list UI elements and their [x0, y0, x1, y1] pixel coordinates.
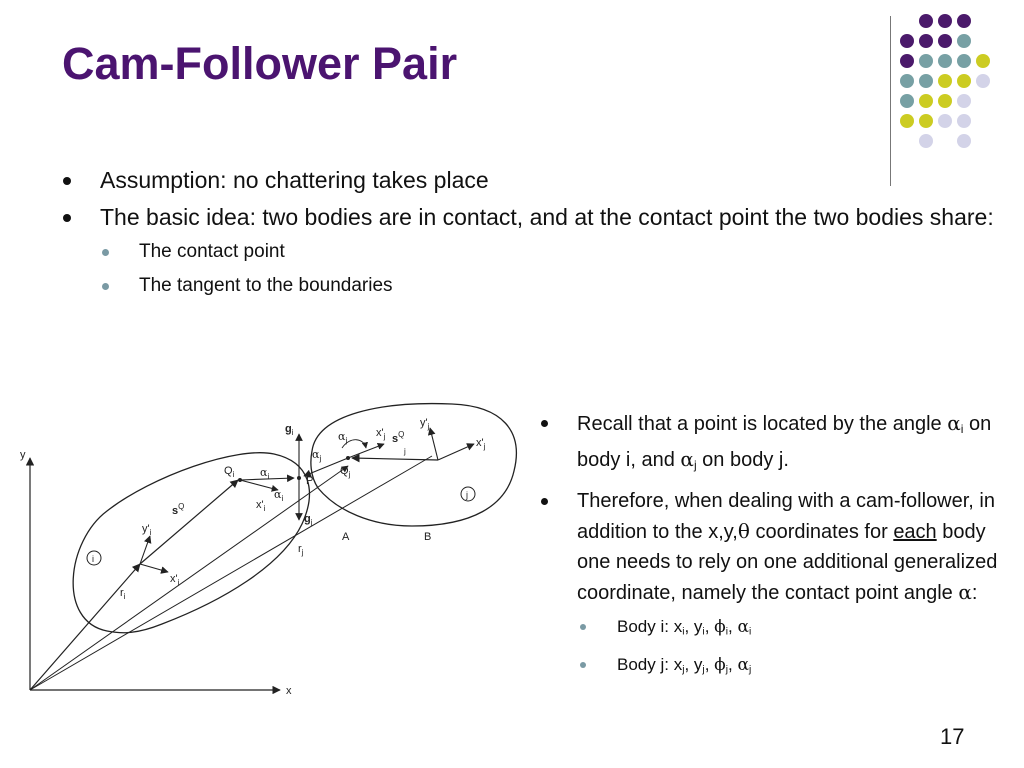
decorative-dot [938, 34, 952, 48]
decorative-dot [900, 34, 914, 48]
decorative-dot [919, 34, 933, 48]
right-bullets: Recall that a point is located by the an… [540, 408, 1010, 689]
decorative-dot [900, 74, 914, 88]
page-title: Cam-Follower Pair [62, 38, 458, 89]
label-a: A [342, 531, 350, 543]
qj-to-p [303, 457, 349, 477]
decorative-dot [919, 54, 933, 68]
si-vector [139, 479, 239, 565]
ri-vector [29, 563, 141, 691]
decorative-dot [919, 94, 933, 108]
ri-label: ri [120, 587, 126, 601]
decorative-dot-grid [900, 14, 1020, 164]
alpha-i-label: αi [260, 466, 269, 481]
decorative-dot [957, 54, 971, 68]
gj-label: gj [304, 513, 313, 527]
bullet-therefore: Therefore, when dealing with a cam-follo… [540, 486, 1010, 608]
yj-prime-axis [427, 427, 439, 461]
xi-prime-axis-qi [239, 479, 279, 492]
bullet-basic-idea: The basic idea: two bodies are in contac… [62, 201, 1002, 234]
decorative-dot [900, 114, 914, 128]
rj-vector [29, 455, 433, 691]
decorative-dot [919, 114, 933, 128]
yi-prime-label: y'i [142, 523, 152, 537]
label-b: B [424, 531, 431, 543]
y-axis-label: y [20, 449, 26, 461]
decorative-dot [957, 94, 971, 108]
alpha-j-label-2: αj [312, 448, 321, 463]
gi-label: gi [285, 423, 294, 437]
body-j-outline [310, 402, 518, 527]
decorative-dot [938, 74, 952, 88]
xi-prime-label: x'i [170, 573, 180, 587]
decorative-dot [957, 114, 971, 128]
decorative-dot [957, 34, 971, 48]
decorative-dot [976, 54, 990, 68]
sub-bullet-tangent: The tangent to the boundaries [62, 272, 1002, 300]
bullet-assumption: Assumption: no chattering takes place [62, 164, 1002, 197]
body-i-outline [72, 452, 310, 634]
yj-prime-label: y'j [420, 417, 430, 431]
sj-vector [351, 453, 439, 463]
body-i-label: i [92, 554, 94, 564]
alpha-j-arc [341, 439, 368, 449]
decorative-dot [919, 134, 933, 148]
body-i-marker [86, 550, 102, 566]
decorative-dot [900, 54, 914, 68]
xi-prime-axis [139, 563, 169, 574]
alpha-i-label-2: αi [274, 488, 283, 503]
sub-bullet-body-j: Body j: xj, yj, ϕj, αj [540, 652, 1010, 684]
sub-bullet-body-i: Body i: xi, yi, ϕi, αi [540, 614, 1010, 646]
body-j-marker [460, 486, 476, 502]
xi-prime-label-2: x'i [256, 499, 266, 513]
sub-bullet-contact-point: The contact point [62, 238, 1002, 266]
body-j-label: j [465, 490, 468, 500]
qi-to-p [239, 474, 295, 483]
decorative-divider [890, 16, 891, 186]
xj-prime-label: x'j [376, 427, 386, 441]
decorative-dot [938, 14, 952, 28]
main-bullets: Assumption: no chattering takes place Th… [62, 164, 1002, 306]
decorative-dot [900, 94, 914, 108]
p-label: P [306, 475, 313, 487]
decorative-dot [957, 74, 971, 88]
xj-prime-axis-qj [347, 443, 385, 459]
decorative-dot [938, 54, 952, 68]
cam-follower-diagram: y x i j ri rj x'i y'i sQ Qi αi x'i P gi … [20, 402, 518, 697]
si-label: sQ [172, 502, 184, 517]
sj-sub-label: j [403, 447, 406, 456]
xj-prime-axis [437, 443, 475, 461]
alpha-j-label: αj [338, 430, 347, 445]
xj-prime-label-2: x'j [476, 437, 486, 451]
slide-number: 17 [940, 724, 965, 749]
bullet-recall: Recall that a point is located by the an… [540, 408, 1010, 480]
decorative-dot [919, 14, 933, 28]
yi-prime-axis [139, 535, 152, 565]
decorative-dot [938, 114, 952, 128]
qi-label: Qi [224, 465, 235, 479]
sj-label: sQ [392, 430, 404, 445]
rj-vector-tail [29, 465, 349, 691]
decorative-dot [957, 134, 971, 148]
qj-label: Qj [340, 465, 351, 479]
rj-label: rj [298, 543, 304, 557]
decorative-dot [976, 74, 990, 88]
decorative-dot [919, 74, 933, 88]
decorative-dot [957, 14, 971, 28]
x-axis-label: x [286, 685, 292, 697]
decorative-dot [938, 94, 952, 108]
